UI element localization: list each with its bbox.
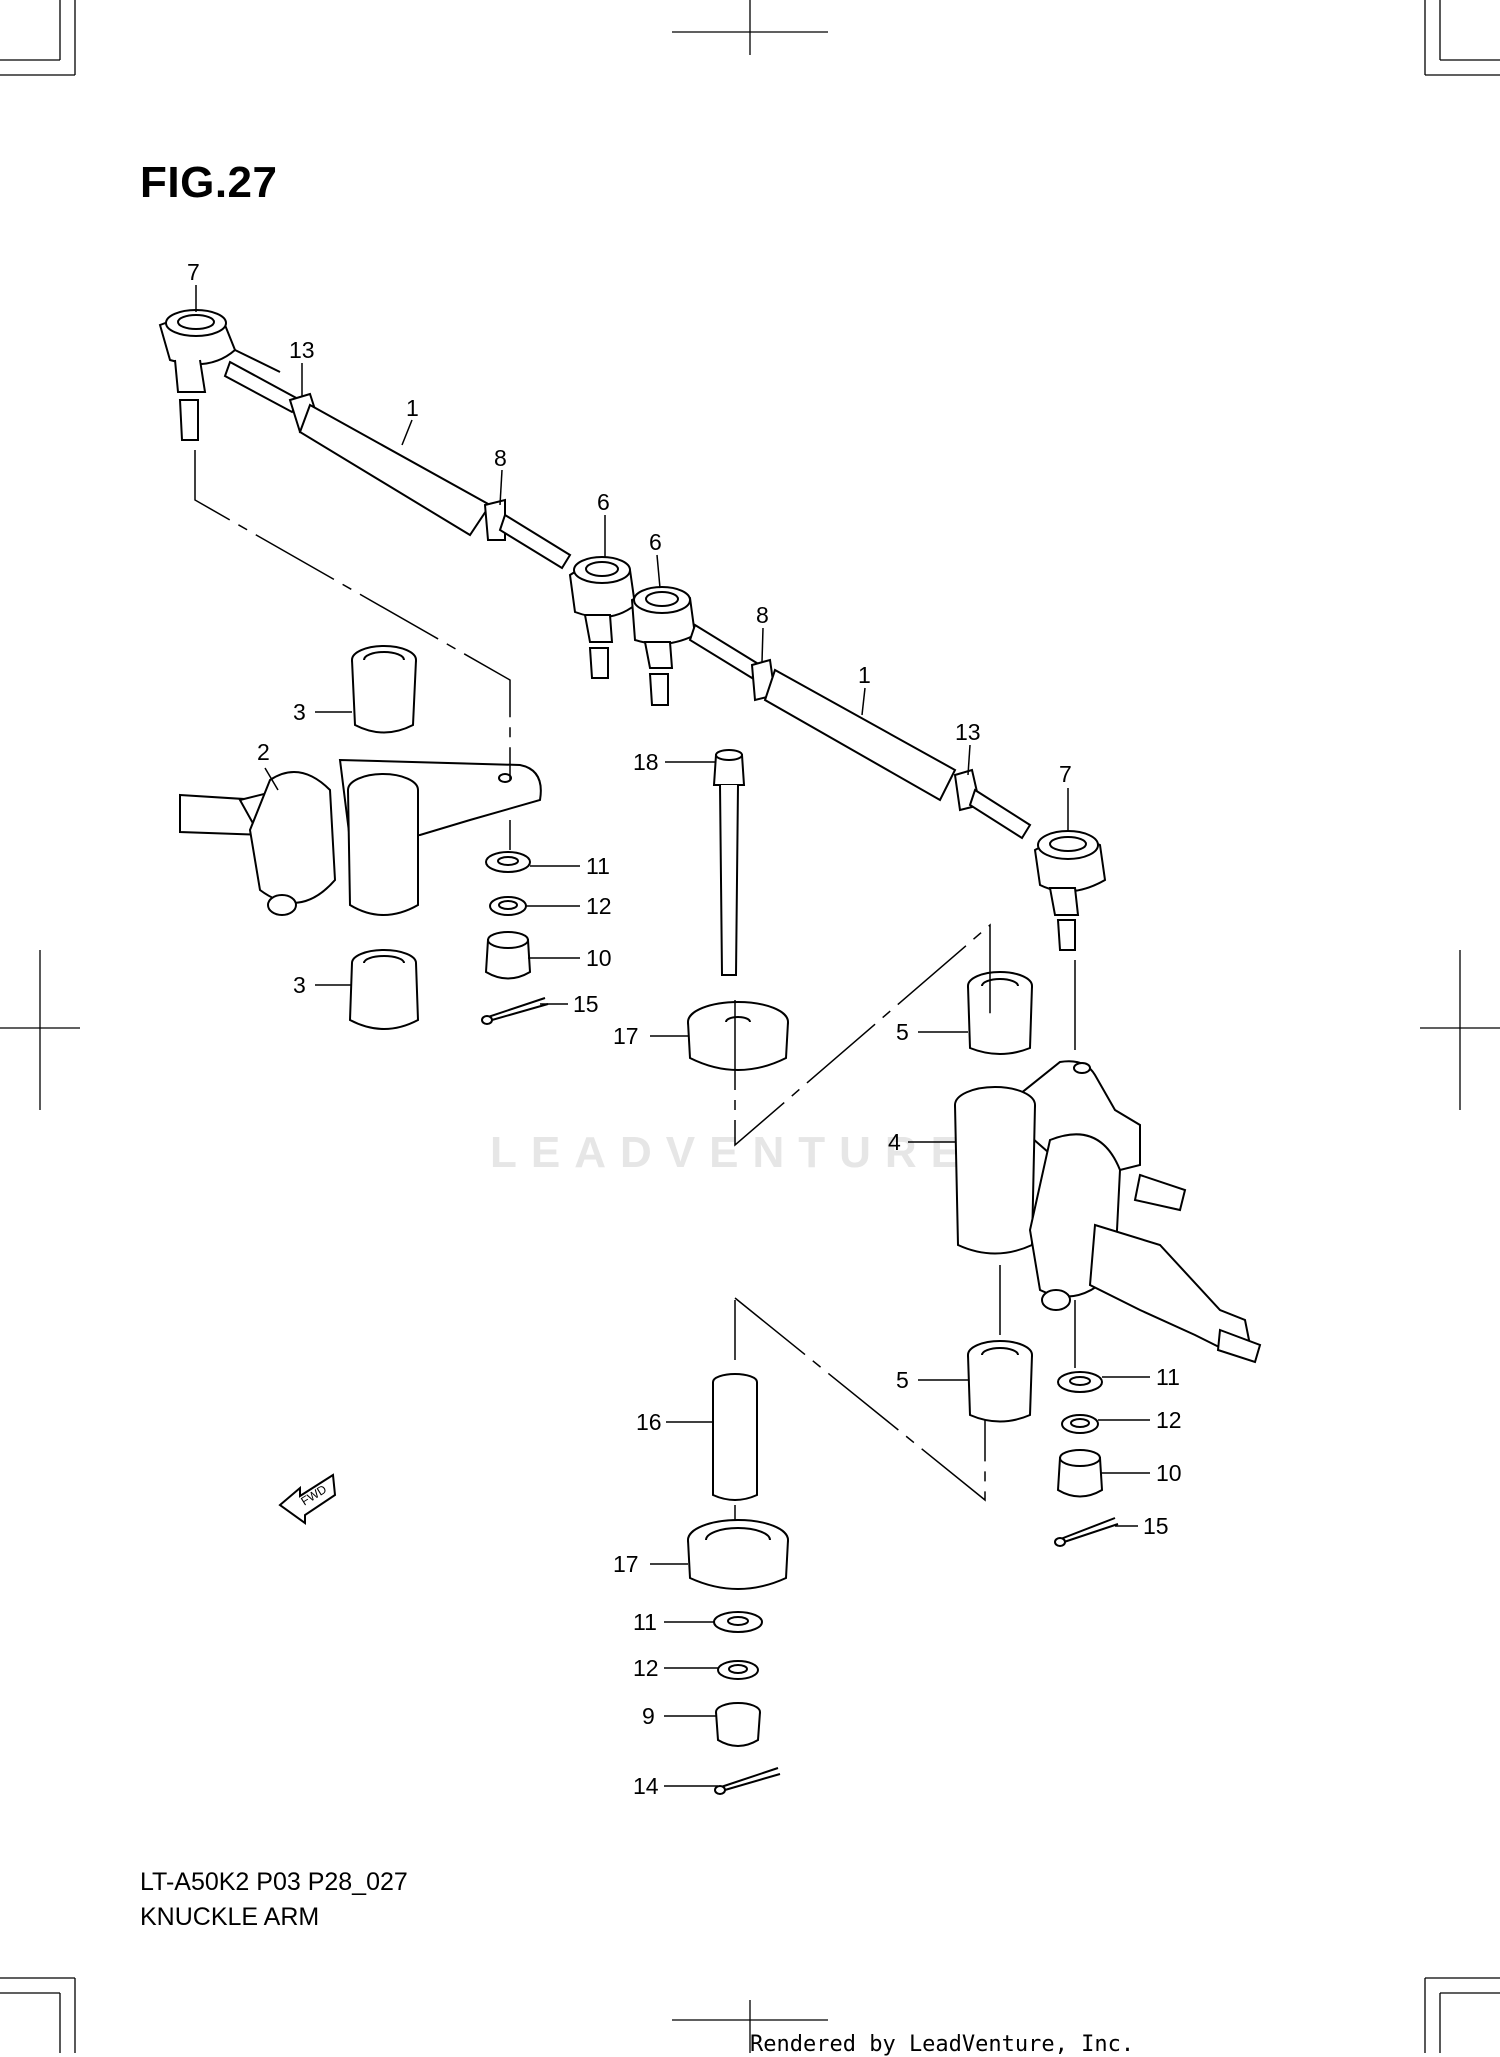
callout-15-right: 15 xyxy=(1143,1513,1169,1539)
callout-3-bottom: 3 xyxy=(293,972,306,998)
callout-7-left: 7 xyxy=(187,259,200,285)
callout-12-right: 12 xyxy=(1156,1407,1182,1433)
figure-title: FIG.27 xyxy=(140,158,278,207)
callout-10-right: 10 xyxy=(1156,1460,1182,1486)
watermark-text: LEADVENTURE xyxy=(490,1128,975,1177)
callout-11-right: 11 xyxy=(1156,1364,1180,1390)
callout-2: 2 xyxy=(257,739,270,765)
callout-13-left: 13 xyxy=(289,337,315,363)
tie-rod-assembly xyxy=(158,309,1107,951)
assembly-lines xyxy=(194,450,1076,1520)
center-pivot-parts xyxy=(687,749,789,1795)
callout-16: 16 xyxy=(636,1409,662,1435)
callout-1-left: 1 xyxy=(406,395,419,421)
callout-1-right: 1 xyxy=(858,662,871,688)
callout-12-center: 12 xyxy=(633,1655,659,1681)
callout-6-left: 6 xyxy=(597,489,610,515)
left-knuckle-assembly xyxy=(179,645,549,1030)
figure-name: KNUCKLE ARM xyxy=(140,1903,320,1931)
callout-11-left: 11 xyxy=(586,853,610,879)
fwd-arrow-icon: FWD xyxy=(278,1473,337,1525)
callout-8-left: 8 xyxy=(494,445,507,471)
callout-4: 4 xyxy=(888,1129,901,1155)
callout-11-center: 11 xyxy=(633,1609,657,1635)
callout-6-right: 6 xyxy=(649,529,662,555)
model-code: LT-A50K2 P03 P28_027 xyxy=(140,1868,408,1896)
callout-17-bottom: 17 xyxy=(613,1551,639,1577)
rendered-by-footer: Rendered by LeadVenture, Inc. xyxy=(750,2032,1135,2057)
callout-10-left: 10 xyxy=(586,945,612,971)
right-knuckle-assembly xyxy=(954,971,1262,1547)
callout-3-top: 3 xyxy=(293,699,306,725)
callout-8-right: 8 xyxy=(756,602,769,628)
callout-12-left: 12 xyxy=(586,893,612,919)
callout-labels: 7 13 1 8 6 6 8 1 13 7 3 2 3 11 12 10 15 … xyxy=(187,259,1182,1799)
callout-15-left: 15 xyxy=(573,991,599,1017)
callout-18: 18 xyxy=(633,749,659,775)
callout-14: 14 xyxy=(633,1773,659,1799)
callout-17-top: 17 xyxy=(613,1023,639,1049)
leader-lines xyxy=(195,285,1150,1787)
callout-9: 9 xyxy=(642,1703,655,1729)
callout-7-right: 7 xyxy=(1059,761,1072,787)
callout-13-right: 13 xyxy=(955,719,981,745)
callout-5-bottom: 5 xyxy=(896,1367,909,1393)
callout-5-top: 5 xyxy=(896,1019,909,1045)
